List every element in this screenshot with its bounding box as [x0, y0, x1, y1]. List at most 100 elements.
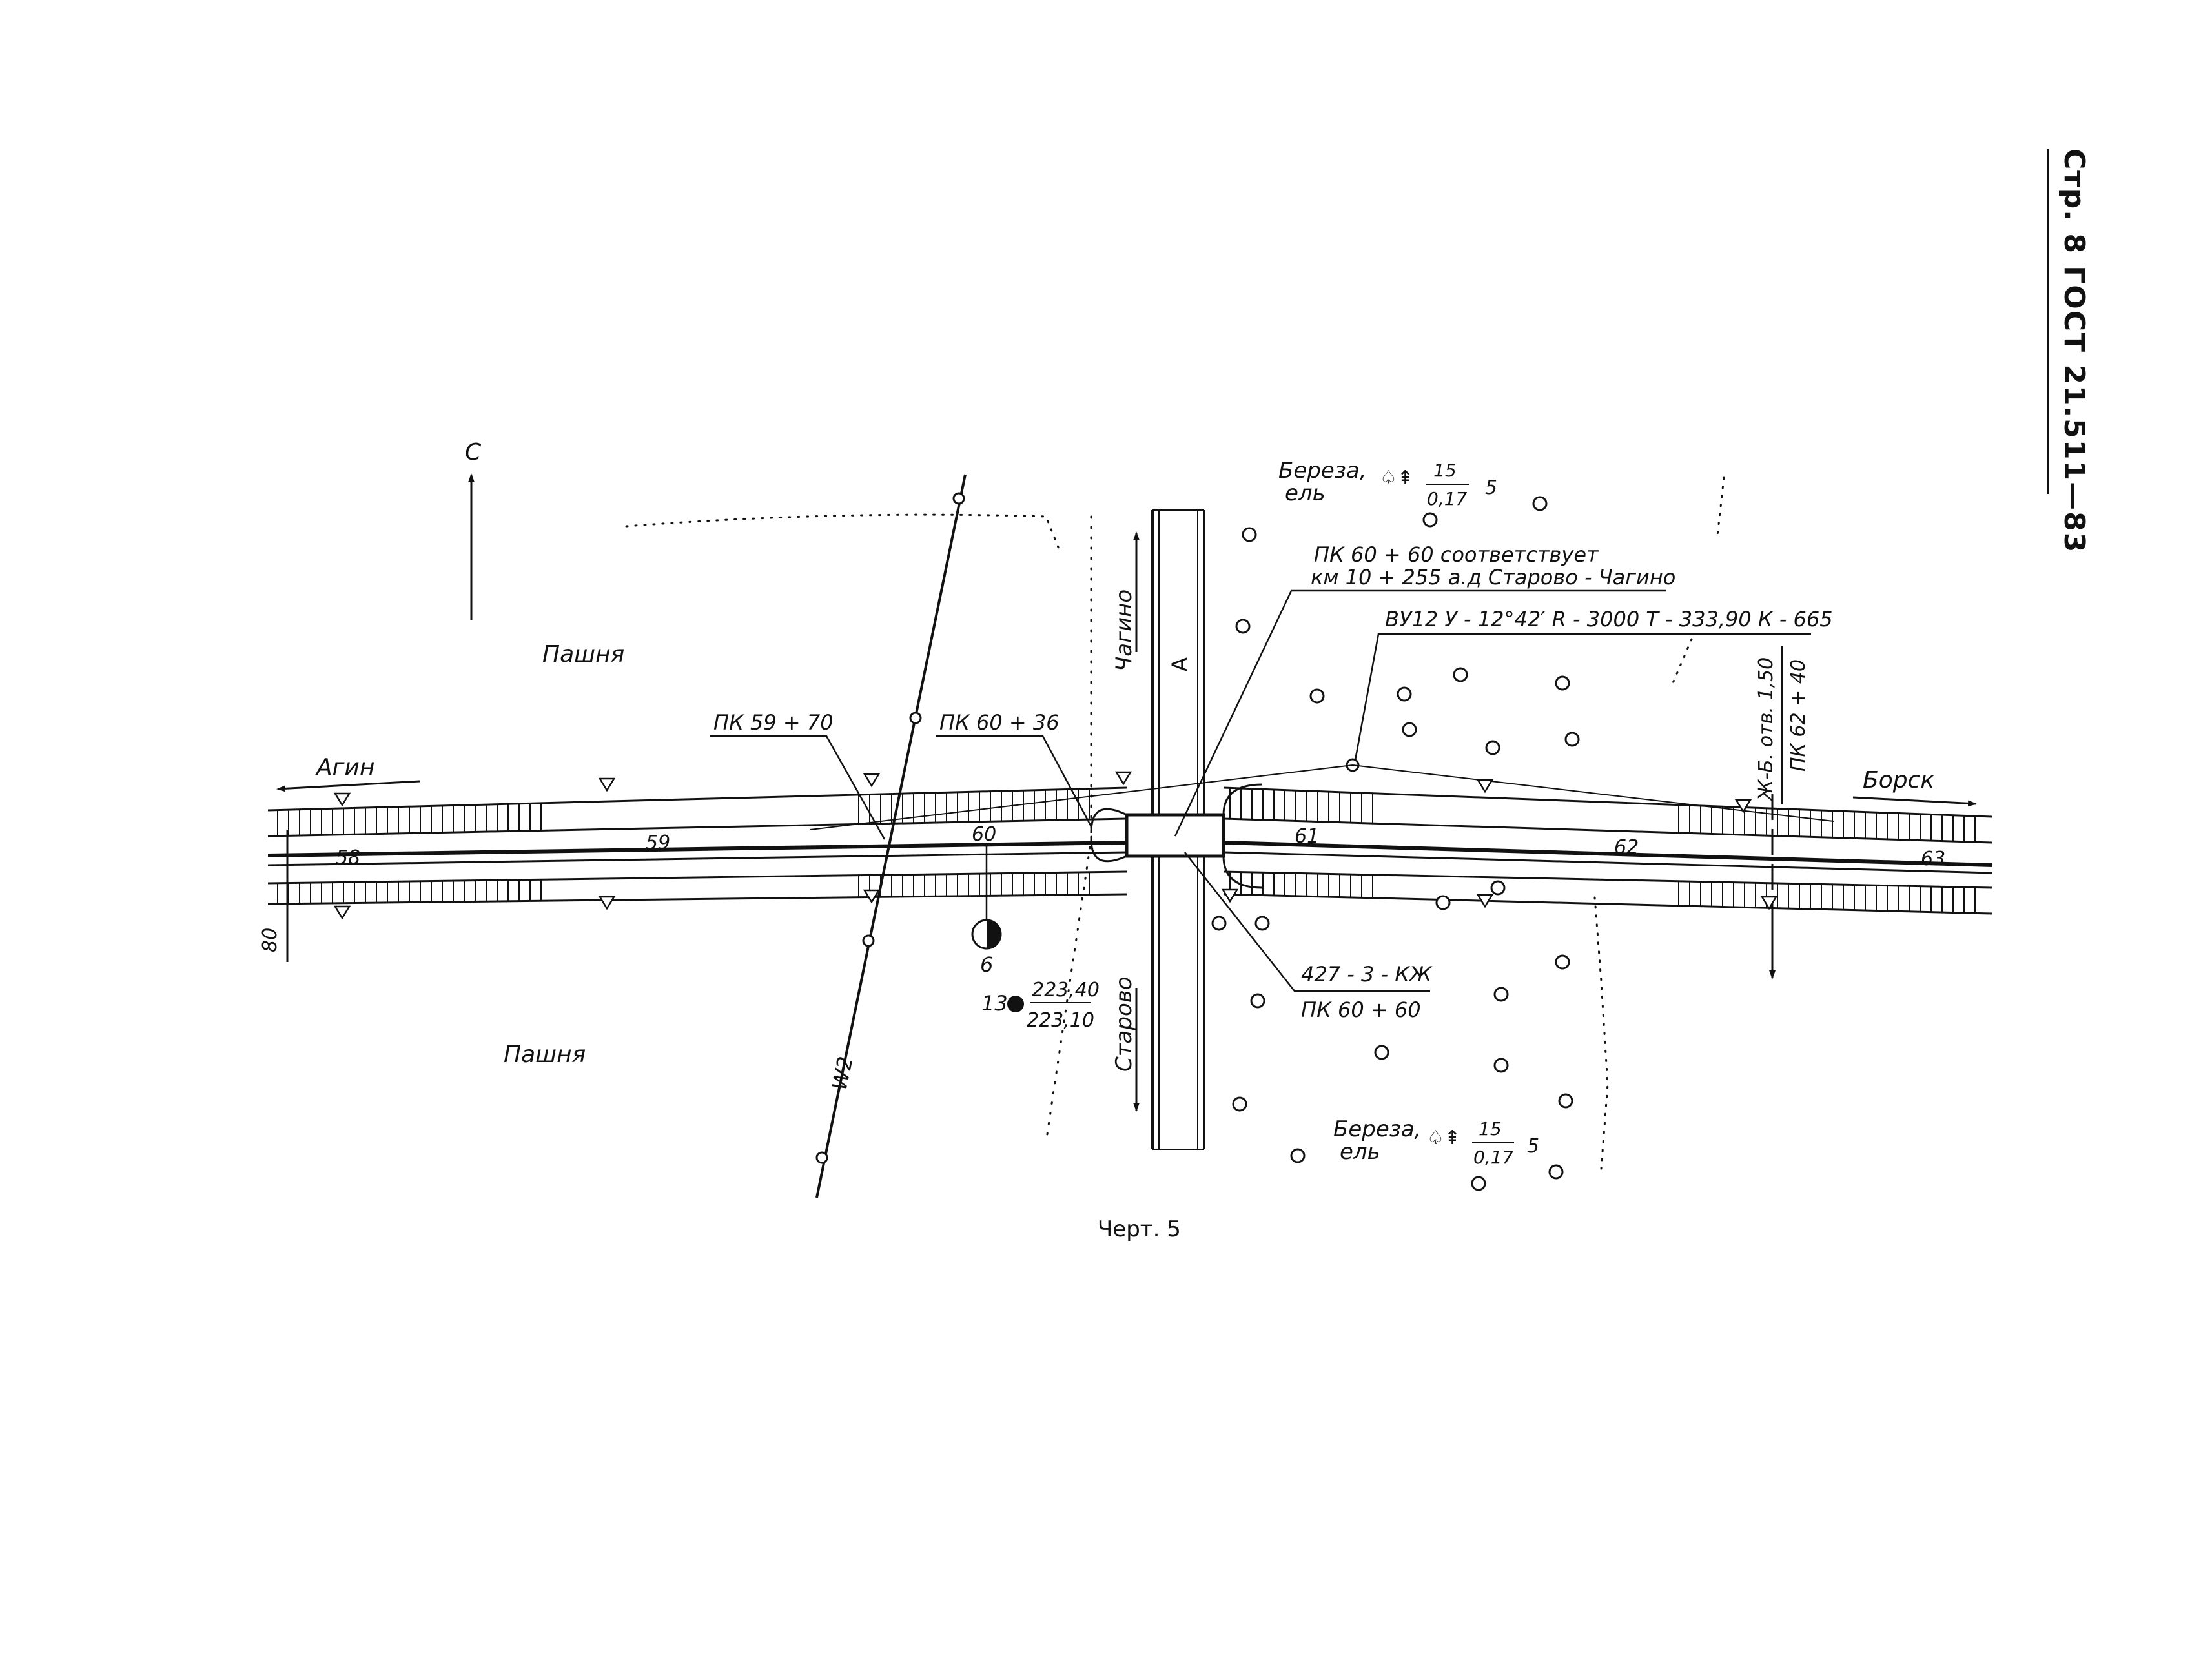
power-pole — [909, 712, 922, 724]
tangent-left — [810, 764, 1353, 830]
power-pole — [815, 1151, 828, 1164]
field-label-north: Пашня — [542, 641, 624, 668]
tree-marker — [1490, 880, 1506, 896]
road-crossing-label: А — [1167, 657, 1192, 671]
power-pole — [952, 492, 965, 505]
pk-60-36-label: ПК 60 + 36 — [939, 710, 1060, 735]
power-line — [815, 474, 967, 1198]
slope-marker — [863, 773, 881, 788]
culvert-leader — [1184, 852, 1430, 992]
forest-bottom-species: Береза, — [1333, 1116, 1421, 1142]
vu12-leader — [1353, 633, 1811, 764]
bridge-wing-left-bottom — [1090, 839, 1127, 863]
tree-marker — [1290, 1148, 1306, 1163]
slope-marker — [333, 792, 351, 807]
pk-60-60-note-line2: км 10 + 255 а.д Старово - Чагино — [1311, 565, 1675, 589]
header-rule — [2047, 149, 2049, 494]
tree-marker — [1397, 686, 1412, 702]
benchmark-top-mark: 223,40 — [1032, 979, 1100, 1001]
tree-marker — [1485, 740, 1500, 755]
tree-icon: ♤⇞ — [1427, 1127, 1460, 1149]
vu12-curve-data: ВУ12 У - 12°42′ R - 3000 Т - 333,90 К - … — [1385, 607, 1833, 631]
slope-marker — [598, 896, 616, 910]
tree-marker — [1435, 895, 1451, 910]
pk-59-70-leader — [710, 735, 886, 840]
bridge-wing-right-bottom — [1222, 855, 1263, 889]
page-header: Стр. 8 ГОСТ 21.511—83 — [2047, 149, 2104, 553]
picket-60: 60 — [972, 823, 996, 846]
forest-top-species-2: ель — [1285, 480, 1326, 506]
field-label-south: Пашня — [504, 1041, 586, 1068]
direction-agin: Агин — [315, 754, 374, 781]
tree-marker — [1235, 619, 1251, 634]
forest-top-fraction-bottom: 0,17 — [1427, 488, 1468, 509]
forest-bottom-species-2: ель — [1340, 1139, 1380, 1165]
zhb-culvert-picket: ПК 62 + 40 — [1787, 659, 1810, 772]
picket-61: 61 — [1295, 825, 1319, 848]
tree-marker — [1493, 987, 1509, 1002]
tree-marker — [1555, 675, 1570, 691]
slope-marker — [1114, 771, 1132, 786]
tree-marker — [1558, 1093, 1573, 1109]
forest-bottom-distance: 5 — [1527, 1135, 1539, 1158]
edge-mark-label: 80 — [259, 928, 282, 952]
slope-marker — [1476, 779, 1494, 794]
benchmark-number: 13 — [981, 991, 1008, 1016]
field-boundary-top — [625, 513, 1060, 550]
slope-marker — [863, 889, 881, 904]
forest-boundary-right-bottom — [1593, 896, 1609, 1170]
picket-58: 58 — [336, 846, 360, 869]
north-label: С — [465, 439, 482, 466]
picket-59: 59 — [646, 832, 670, 854]
slope-marker — [1734, 799, 1752, 814]
slope-hatching — [277, 788, 1976, 914]
tree-marker — [1453, 667, 1468, 682]
benchmark-bottom-mark: 223,10 — [1027, 1009, 1094, 1032]
slope-marker — [333, 905, 351, 920]
tree-markers — [1211, 496, 1580, 1191]
field-boundary-left — [1045, 515, 1092, 1144]
forest-top-fraction-top: 15 — [1433, 460, 1457, 481]
page-header-text: Стр. 8 ГОСТ 21.511—83 — [2058, 149, 2091, 554]
pk-60-60-leader — [1174, 589, 1666, 837]
pk-60-60-note-line1: ПК 60 + 60 соответствует — [1314, 542, 1599, 567]
tree-marker — [1250, 993, 1265, 1009]
direction-chagino: Чагино — [1111, 589, 1137, 671]
tree-marker — [1232, 1096, 1247, 1112]
culvert-picket: ПК 60 + 60 — [1301, 998, 1421, 1022]
culvert-type: 427 - 3 - КЖ — [1301, 962, 1433, 987]
tree-marker — [1564, 732, 1580, 747]
tangent-right — [1352, 764, 1834, 822]
arrow-right-borsk — [1852, 796, 1977, 807]
tree-marker — [1555, 954, 1570, 970]
tree-marker — [1422, 512, 1438, 528]
direction-borsk: Борск — [1863, 767, 1934, 794]
bridge-wing-left-top — [1090, 808, 1127, 834]
tree-marker — [1493, 1058, 1509, 1073]
bridge-structure — [1125, 813, 1225, 858]
forest-top-species: Береза, — [1278, 458, 1366, 484]
forest-bottom-fraction-bottom: 0,17 — [1473, 1147, 1514, 1168]
tree-marker — [1242, 527, 1257, 542]
bridge-wing-right-top — [1222, 783, 1263, 815]
tree-marker — [1374, 1045, 1389, 1060]
tree-marker — [1402, 722, 1417, 737]
forest-boundary-right-top — [1716, 476, 1725, 537]
slope-marker — [1760, 896, 1778, 910]
tree-marker — [1254, 916, 1270, 931]
power-line-label: W2 — [827, 1054, 858, 1092]
tree-marker — [1471, 1176, 1486, 1191]
pk-60-36-leader — [936, 735, 1092, 827]
zhb-culvert-type: Ж-Б. отв. 1,50 — [1755, 657, 1777, 802]
tree-marker — [1548, 1164, 1564, 1180]
borehole-fill — [987, 920, 1001, 948]
designed-road — [267, 786, 1992, 915]
tree-icon: ♤⇞ — [1380, 467, 1413, 489]
figure-caption: Черт. 5 — [1098, 1216, 1181, 1242]
slope-marker — [1476, 894, 1494, 908]
tree-marker — [1309, 688, 1325, 704]
slope-markers — [333, 771, 1778, 920]
slope-marker — [598, 777, 616, 792]
